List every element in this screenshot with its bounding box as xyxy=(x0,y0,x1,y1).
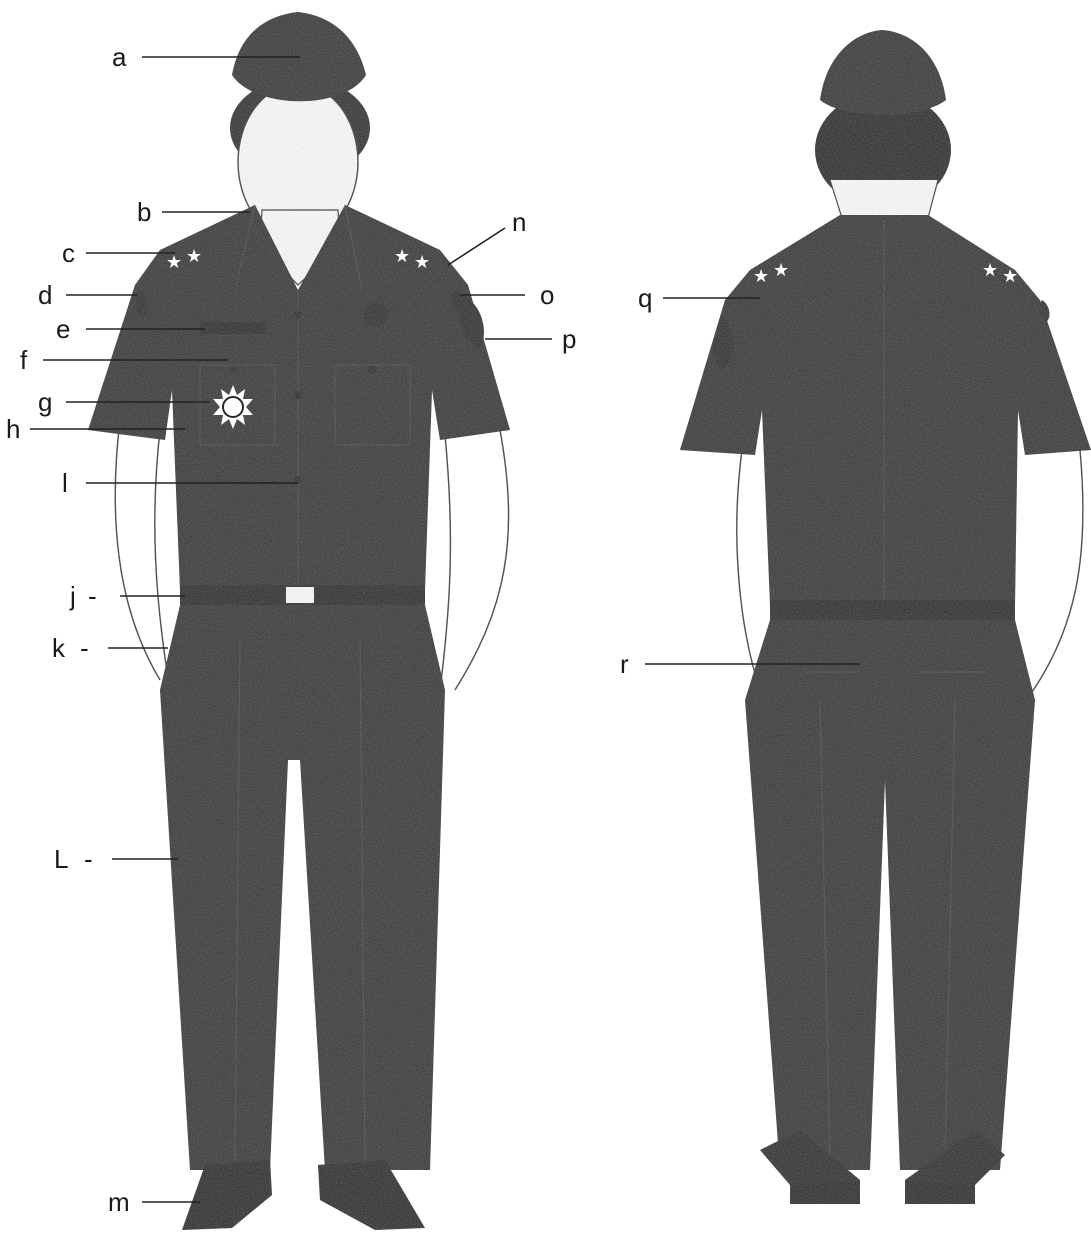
front-button xyxy=(294,311,302,319)
front-button xyxy=(368,366,376,374)
back-right-arm xyxy=(737,450,760,690)
front-button xyxy=(294,391,302,399)
label-q: q xyxy=(638,283,652,313)
label-j: j xyxy=(69,581,76,611)
label-o: o xyxy=(540,280,554,310)
label-g: g xyxy=(38,387,52,417)
back-left-arm xyxy=(1030,450,1083,695)
front-right-arm xyxy=(115,420,160,680)
front-name-tape xyxy=(200,322,266,334)
back-trousers xyxy=(745,620,1035,1170)
star-icon: ★ xyxy=(166,252,182,273)
back-belt xyxy=(770,600,1015,620)
front-right-shoe xyxy=(182,1160,272,1230)
star-icon: ★ xyxy=(982,260,998,281)
label-p: p xyxy=(562,324,576,354)
front-left-shoe xyxy=(318,1160,425,1230)
label-m: m xyxy=(108,1187,130,1217)
front-right-arm-inner xyxy=(155,430,170,690)
front-button xyxy=(230,366,238,374)
front-trousers xyxy=(160,605,445,1170)
callout-leaders xyxy=(30,57,860,1202)
star-icon: ★ xyxy=(414,252,430,273)
front-figure xyxy=(88,12,510,1230)
star-icon: ★ xyxy=(394,246,410,267)
front-chest-badge xyxy=(364,303,388,327)
star-icon: ★ xyxy=(773,260,789,281)
label-e: e xyxy=(56,314,70,344)
label-k-dash: - xyxy=(80,633,89,663)
star-icon: ★ xyxy=(186,246,202,267)
front-left-arm xyxy=(455,430,509,690)
label-a: a xyxy=(112,42,127,72)
label-b: b xyxy=(137,197,151,227)
back-neck xyxy=(830,180,938,218)
label-L: L xyxy=(54,844,68,874)
label-d: d xyxy=(38,280,52,310)
star-icon: ★ xyxy=(1002,266,1018,287)
label-r: r xyxy=(620,649,629,679)
back-garrison-cap xyxy=(820,30,946,115)
back-shirt xyxy=(680,215,1091,605)
label-j-dash: - xyxy=(88,581,97,611)
belt-buckle-icon xyxy=(286,587,314,603)
label-n: n xyxy=(512,207,526,237)
label-h: h xyxy=(6,414,20,444)
label-L-dash: - xyxy=(84,844,93,874)
star-icon: ★ xyxy=(753,266,769,287)
label-c: c xyxy=(62,238,75,268)
label-f: f xyxy=(20,345,28,375)
label-k: k xyxy=(52,633,66,663)
back-figure xyxy=(680,30,1091,1204)
front-left-arm-inner xyxy=(440,435,450,690)
leader-n xyxy=(448,228,505,265)
label-l: l xyxy=(62,468,68,498)
